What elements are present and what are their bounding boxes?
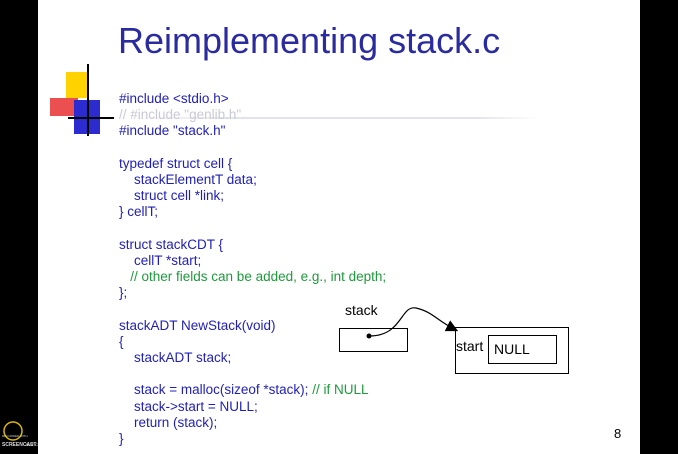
code-line: stackADT NewStack(void) [119,318,386,334]
pointer-arrow [368,307,459,337]
code-line: { [119,334,386,350]
code-line: #include "stack.h" [119,123,386,139]
code-line-text: #include "stack.h" [119,123,226,139]
code-line-text: stack->start = NULL; [119,398,258,414]
code-line-text: return (stack); [119,414,218,430]
code-line: }; [119,285,386,301]
watermark-line3: MATIC [26,442,39,447]
code-line-text: { [119,333,124,349]
screencast-logo-icon [3,421,23,441]
pointer-diagram [366,307,459,339]
code-line-text: struct stackCDT { [119,236,224,252]
code-line-text: stackADT NewStack(void) [119,317,276,333]
watermark-line1: RECORDED WITH [2,434,28,438]
code-line-text: // #include "genlib.h" [119,107,242,123]
stack-label: stack [345,302,378,318]
code-line-comment: // if NULL [312,382,369,398]
code-line: stack = malloc(sizeof *stack); // if NUL… [119,382,386,398]
start-null-field [488,335,557,364]
code-line: // #include "genlib.h" [119,107,386,123]
faded-divider [118,117,538,119]
code-line-text: stackElementT data; [119,171,257,187]
page-number: 8 [614,426,622,441]
pointer-dot [366,333,372,339]
null-label: NULL [494,341,530,357]
start-label: start [456,338,484,354]
screencast-watermark: RECORDED WITH SCREENCAST MATIC [2,420,39,452]
code-line-text: #include <stdio.h> [119,91,229,106]
slide-logo-icon [50,64,114,136]
code-line-text: stackADT stack; [119,350,232,365]
code-line: } cellT; [119,204,386,220]
code-line-text: } cellT; [119,204,159,220]
code-line-text: } [119,430,124,446]
code-block: #include <stdio.h>// #include "genlib.h"… [119,91,386,447]
code-line: stackADT stack; [119,350,386,366]
code-line: cellT *start; [119,253,386,269]
code-line: return (stack); [119,415,386,431]
stack-pointer-box [339,328,408,352]
watermark-line2: SCREENCAST [2,442,37,448]
code-line-text: cellT *start; [119,252,202,268]
code-line-text: }; [119,285,128,301]
code-line-text: typedef struct cell { [119,155,233,171]
code-line: #include <stdio.h> [119,91,386,107]
code-line: stackElementT data; [119,172,386,188]
code-line: } [119,431,386,447]
code-line-text: // other fields can be added, e.g., int … [119,269,387,285]
code-line: // other fields can be added, e.g., int … [119,269,386,285]
code-line: struct stackCDT { [119,237,386,253]
code-line-text: stack = malloc(sizeof *stack); [119,382,313,398]
slide-title: Reimplementing stack.c [118,20,501,61]
code-line: stack->start = NULL; [119,399,386,415]
stack-cdt-box [455,327,569,374]
code-line-text: struct cell *link; [119,188,225,204]
code-line: typedef struct cell { [119,156,386,172]
slide: Reimplementing stack.c #include <stdio.h… [38,0,640,454]
code-line: struct cell *link; [119,188,386,204]
